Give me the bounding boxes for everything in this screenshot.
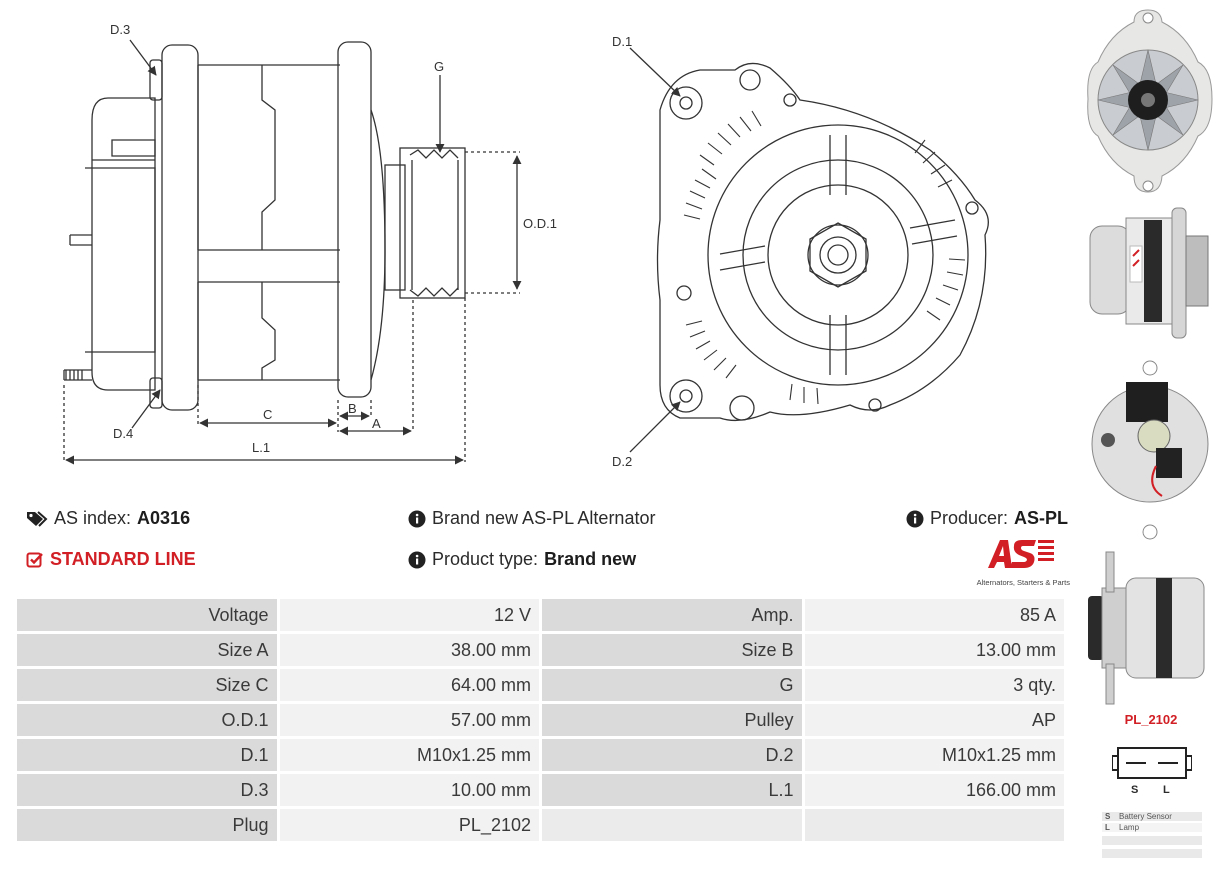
label-d2: D.2 bbox=[612, 454, 632, 469]
spec-key: D.3 bbox=[17, 774, 277, 806]
as-pl-logo: Alternators, Starters & Parts bbox=[964, 538, 1070, 587]
spec-key: Size A bbox=[17, 634, 277, 666]
product-photo-rear[interactable] bbox=[1086, 356, 1216, 546]
spec-value: M10x1.25 mm bbox=[279, 739, 539, 771]
legend-desc: Lamp bbox=[1119, 823, 1140, 832]
product-type-label: Product type: bbox=[432, 549, 539, 569]
front-view bbox=[629, 47, 989, 453]
spec-value: 10.00 mm bbox=[279, 774, 539, 806]
side-view-labels: D.3 D.4 G O.D.1 C B A L.1 bbox=[110, 22, 557, 455]
plug-pin-l: L bbox=[1163, 784, 1170, 796]
spec-value: 13.00 mm bbox=[804, 634, 1064, 666]
legend-desc: Battery Sensor bbox=[1119, 812, 1172, 821]
tag-icon bbox=[27, 510, 48, 527]
spec-key: Voltage bbox=[17, 599, 277, 631]
info-circle-icon bbox=[906, 510, 924, 527]
label-d1: D.1 bbox=[612, 34, 632, 49]
check-square-icon bbox=[26, 552, 43, 567]
description-line: Brand new AS-PL Alternator bbox=[408, 508, 655, 529]
producer-line: Producer: AS-PL bbox=[906, 508, 1068, 529]
standard-line-text: STANDARD LINE bbox=[50, 549, 196, 569]
product-type-line: Product type: Brand new bbox=[408, 549, 636, 570]
label-d4: D.4 bbox=[113, 426, 133, 441]
logo-tagline: Alternators, Starters & Parts bbox=[976, 578, 1070, 587]
spec-value: 3 qty. bbox=[804, 669, 1064, 701]
spec-value: 85 A bbox=[804, 599, 1064, 631]
standard-line-badge: STANDARD LINE bbox=[26, 549, 196, 570]
product-photo-angle[interactable] bbox=[1086, 548, 1216, 708]
legend-key: S bbox=[1105, 812, 1111, 821]
spec-key: Plug bbox=[17, 809, 277, 841]
front-view-labels: D.1 D.2 bbox=[612, 34, 632, 469]
plug-legend-row: S Battery Sensor bbox=[1102, 812, 1202, 821]
as-index-label: AS index: bbox=[54, 508, 132, 528]
product-type-value: Brand new bbox=[544, 549, 637, 569]
description-text: Brand new AS-PL Alternator bbox=[432, 508, 656, 528]
label-a: A bbox=[372, 416, 381, 431]
label-od1: O.D.1 bbox=[523, 216, 557, 231]
spec-value: AP bbox=[804, 704, 1064, 736]
spec-value: 38.00 mm bbox=[279, 634, 539, 666]
product-photo-front[interactable] bbox=[1086, 4, 1216, 199]
spec-value: 64.00 mm bbox=[279, 669, 539, 701]
spec-value: M10x1.25 mm bbox=[804, 739, 1064, 771]
spec-value: PL_2102 bbox=[279, 809, 539, 841]
spec-key: D.1 bbox=[17, 739, 277, 771]
plug-diagram bbox=[1112, 747, 1192, 779]
as-index-value: A0316 bbox=[137, 508, 191, 528]
spec-key: D.2 bbox=[542, 739, 802, 771]
plug-pin-s: S bbox=[1131, 784, 1139, 796]
plug-legend-row-empty bbox=[1102, 836, 1202, 845]
technical-drawing: D.3 D.4 G O.D.1 C B A L.1 bbox=[63, 22, 989, 469]
side-view bbox=[63, 39, 522, 465]
info-circle-icon bbox=[408, 551, 426, 568]
producer-label: Producer: bbox=[930, 508, 1009, 528]
label-l1: L.1 bbox=[252, 440, 270, 455]
spec-empty-cell bbox=[804, 809, 1064, 841]
product-photo-side[interactable] bbox=[1086, 196, 1216, 356]
plug-legend-row: L Lamp bbox=[1102, 823, 1202, 832]
label-b: B bbox=[348, 401, 357, 416]
as-logo-mark bbox=[988, 540, 1054, 568]
label-c: C bbox=[263, 407, 272, 422]
spec-empty-cell bbox=[542, 809, 802, 841]
plug-name: PL_2102 bbox=[1124, 712, 1178, 727]
info-circle-icon bbox=[408, 510, 426, 527]
label-d3: D.3 bbox=[110, 22, 130, 37]
spec-value: 57.00 mm bbox=[279, 704, 539, 736]
spec-key: O.D.1 bbox=[17, 704, 277, 736]
plug-legend-row-empty bbox=[1102, 849, 1202, 858]
spec-key: Size B bbox=[542, 634, 802, 666]
spec-key: Amp. bbox=[542, 599, 802, 631]
spec-key: Pulley bbox=[542, 704, 802, 736]
spec-value: 12 V bbox=[279, 599, 539, 631]
producer-value: AS-PL bbox=[1014, 508, 1069, 528]
spec-key: G bbox=[542, 669, 802, 701]
spec-key: Size C bbox=[17, 669, 277, 701]
as-index-line: AS index: A0316 bbox=[26, 508, 190, 529]
legend-key: L bbox=[1105, 823, 1110, 832]
spec-key: L.1 bbox=[542, 774, 802, 806]
label-g: G bbox=[434, 59, 444, 74]
spec-value: 166.00 mm bbox=[804, 774, 1064, 806]
